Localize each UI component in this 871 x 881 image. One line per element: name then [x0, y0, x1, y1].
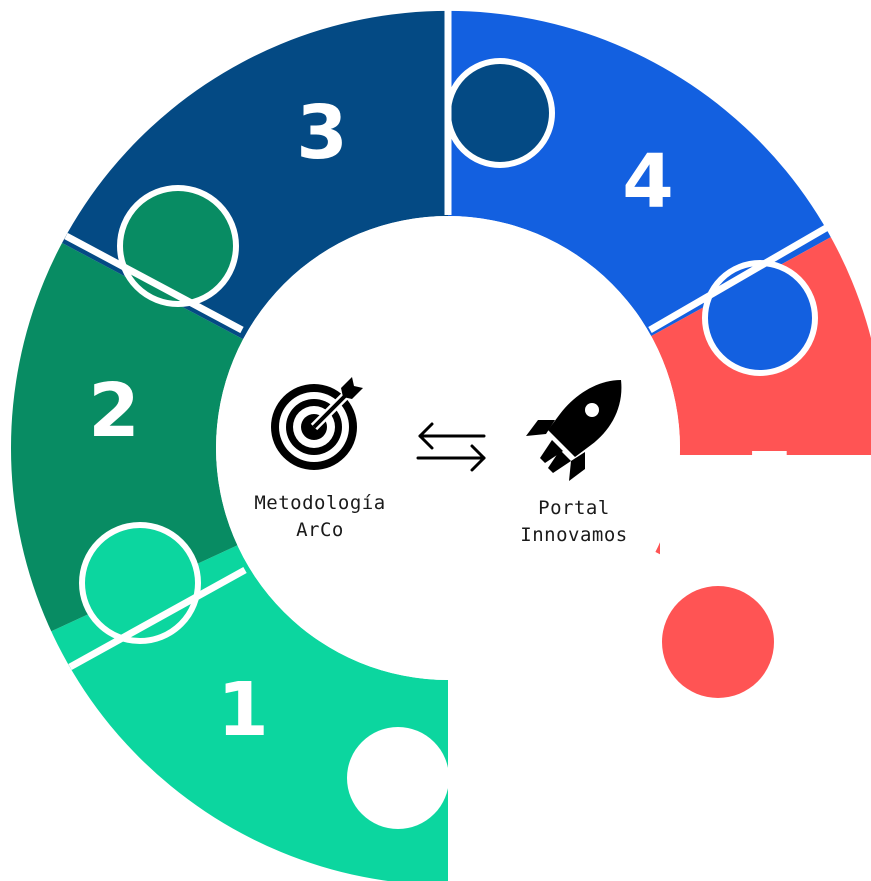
piece-5-number: 5: [744, 437, 796, 523]
piece-2-number: 2: [88, 368, 140, 454]
right-label-line2: Innovamos: [520, 524, 627, 546]
rocket-icon: [526, 380, 622, 481]
target-icon: [271, 377, 363, 470]
piece-4-number: 4: [622, 139, 674, 225]
left-label-line1: Metodología: [254, 492, 385, 514]
center-hub: [216, 216, 680, 680]
right-label-line1: Portal: [538, 497, 610, 519]
exchange-arrows-icon: [416, 422, 486, 472]
piece-1-number: 1: [217, 667, 269, 753]
left-label-line2: ArCo: [296, 519, 344, 541]
piece-3-number: 3: [296, 90, 348, 176]
